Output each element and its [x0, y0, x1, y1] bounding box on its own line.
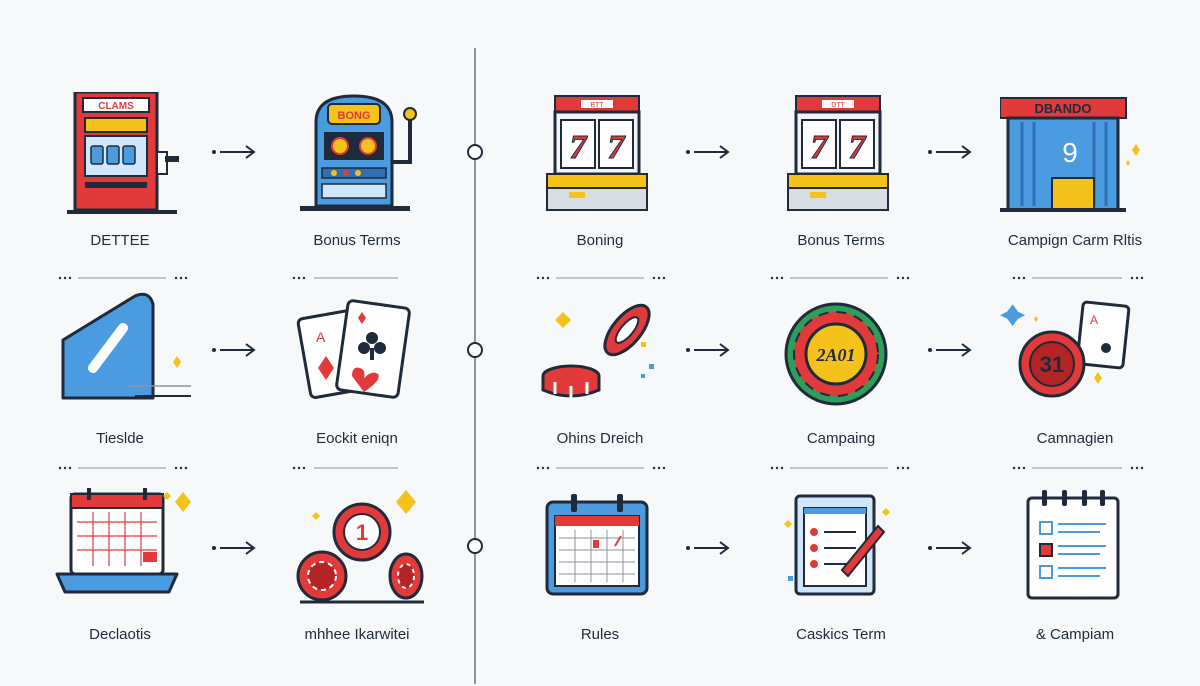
step-reels-777-b: DTT 7 7 Bonus Terms [766, 92, 916, 282]
arrow-right-icon [686, 343, 730, 357]
connector-node-row-3 [467, 538, 483, 554]
arrow-right-icon [686, 145, 730, 159]
step-ticket-card: Tieslde [45, 290, 195, 480]
roulette-icon: 2A01 [784, 302, 888, 406]
playing-cards-icon: A [296, 299, 411, 399]
step-calendar-rules: Rules [525, 486, 675, 676]
center-divider-line [474, 48, 476, 684]
step-label: Camnagien [1036, 430, 1114, 447]
checklist-icon [1026, 490, 1120, 600]
checklist-pen-icon [784, 494, 890, 596]
laptop-calendar-icon [55, 488, 191, 594]
step-playing-cards: A Eockit eniqn [282, 290, 432, 480]
step-label: Eockit eniqn [316, 430, 398, 447]
step-label: Campaing [806, 430, 876, 447]
casino-building-icon: DBANDO 9 [1000, 97, 1140, 212]
step-slot-machine-blue: BONG Bonus Terms [282, 92, 432, 282]
connector-node-row-1 [467, 144, 483, 160]
step-roulette-wheel: 2A01 Campaing [766, 290, 916, 480]
row-separator-1 [58, 276, 1144, 280]
arrow-right-icon [928, 145, 972, 159]
slot-machine-blue-icon: BONG [300, 94, 417, 211]
step-reels-777-a: BTT 7 7 Boning [525, 92, 675, 282]
step-label: Bonus Terms [313, 232, 401, 249]
arrow-right-icon [212, 145, 256, 159]
step-label: Tieslde [96, 430, 144, 447]
777-reels-icon: DTT 7 7 [787, 95, 889, 211]
step-chip-card: A 31 Camnagien [1000, 290, 1150, 480]
step-label: Rules [580, 626, 620, 643]
slot-sign-text: BONG [338, 110, 371, 122]
connector-node-row-2 [467, 342, 483, 358]
step-label: & Campiam [1035, 626, 1115, 643]
roulette-center-text: 2A01 [815, 345, 855, 365]
step-checklist-doc: & Campiam [1000, 486, 1150, 676]
chip-and-card-icon: A 31 [1000, 300, 1131, 398]
card-letter-glyph: A [316, 329, 326, 345]
step-laptop-calendar: Declaotis [45, 486, 195, 676]
ticket-icon [61, 292, 191, 400]
building-digit-glyph: 9 [1062, 137, 1078, 168]
step-chips-stack: Ohins Dreich [525, 290, 675, 480]
calendar-icon [545, 494, 649, 596]
step-label: Caskics Term [796, 626, 886, 643]
777-reels-icon: BTT 7 7 [546, 95, 648, 211]
chip-number-text: 1 [356, 520, 368, 545]
chip-number-text: 31 [1040, 352, 1064, 377]
reel-sign-text: DTT [831, 102, 845, 109]
reel-seven-right: 7 [608, 129, 627, 166]
step-label: mhhee Ikarwitei [304, 626, 410, 643]
card-letter-glyph: A [1090, 313, 1098, 327]
reel-seven-left: 7 [811, 129, 830, 166]
step-red-chips: 1 mhhee Ikarwitei [282, 486, 432, 676]
arrow-right-icon [212, 541, 256, 555]
step-label: Boning [576, 232, 624, 249]
step-label: Bonus Terms [797, 232, 885, 249]
step-label: Declaotis [89, 626, 151, 643]
arrow-right-icon [928, 541, 972, 555]
step-label: DETTEE [90, 232, 150, 249]
step-casino-building: DBANDO 9 Campign Carm Rltis [1000, 92, 1150, 282]
step-label: Campign Carm Rltis [1007, 232, 1143, 249]
slot-machine-red-icon: CLAMS [67, 92, 179, 214]
reel-seven-right: 7 [849, 129, 868, 166]
reel-sign-text: BTT [590, 102, 604, 109]
step-checklist-pen: Caskics Term [766, 486, 916, 676]
building-sign-text: DBANDO [1034, 101, 1091, 116]
step-slot-machine-red: CLAMS DETTEE [45, 92, 195, 282]
arrow-right-icon [212, 343, 256, 357]
poker-chips-icon [541, 303, 654, 398]
red-chips-icon: 1 [296, 490, 424, 604]
arrow-right-icon [686, 541, 730, 555]
row-separator-2 [58, 466, 1144, 470]
arrow-right-icon [928, 343, 972, 357]
reel-seven-left: 7 [570, 129, 589, 166]
step-label: Ohins Dreich [556, 430, 644, 447]
slot-sign-text: CLAMS [98, 101, 134, 112]
